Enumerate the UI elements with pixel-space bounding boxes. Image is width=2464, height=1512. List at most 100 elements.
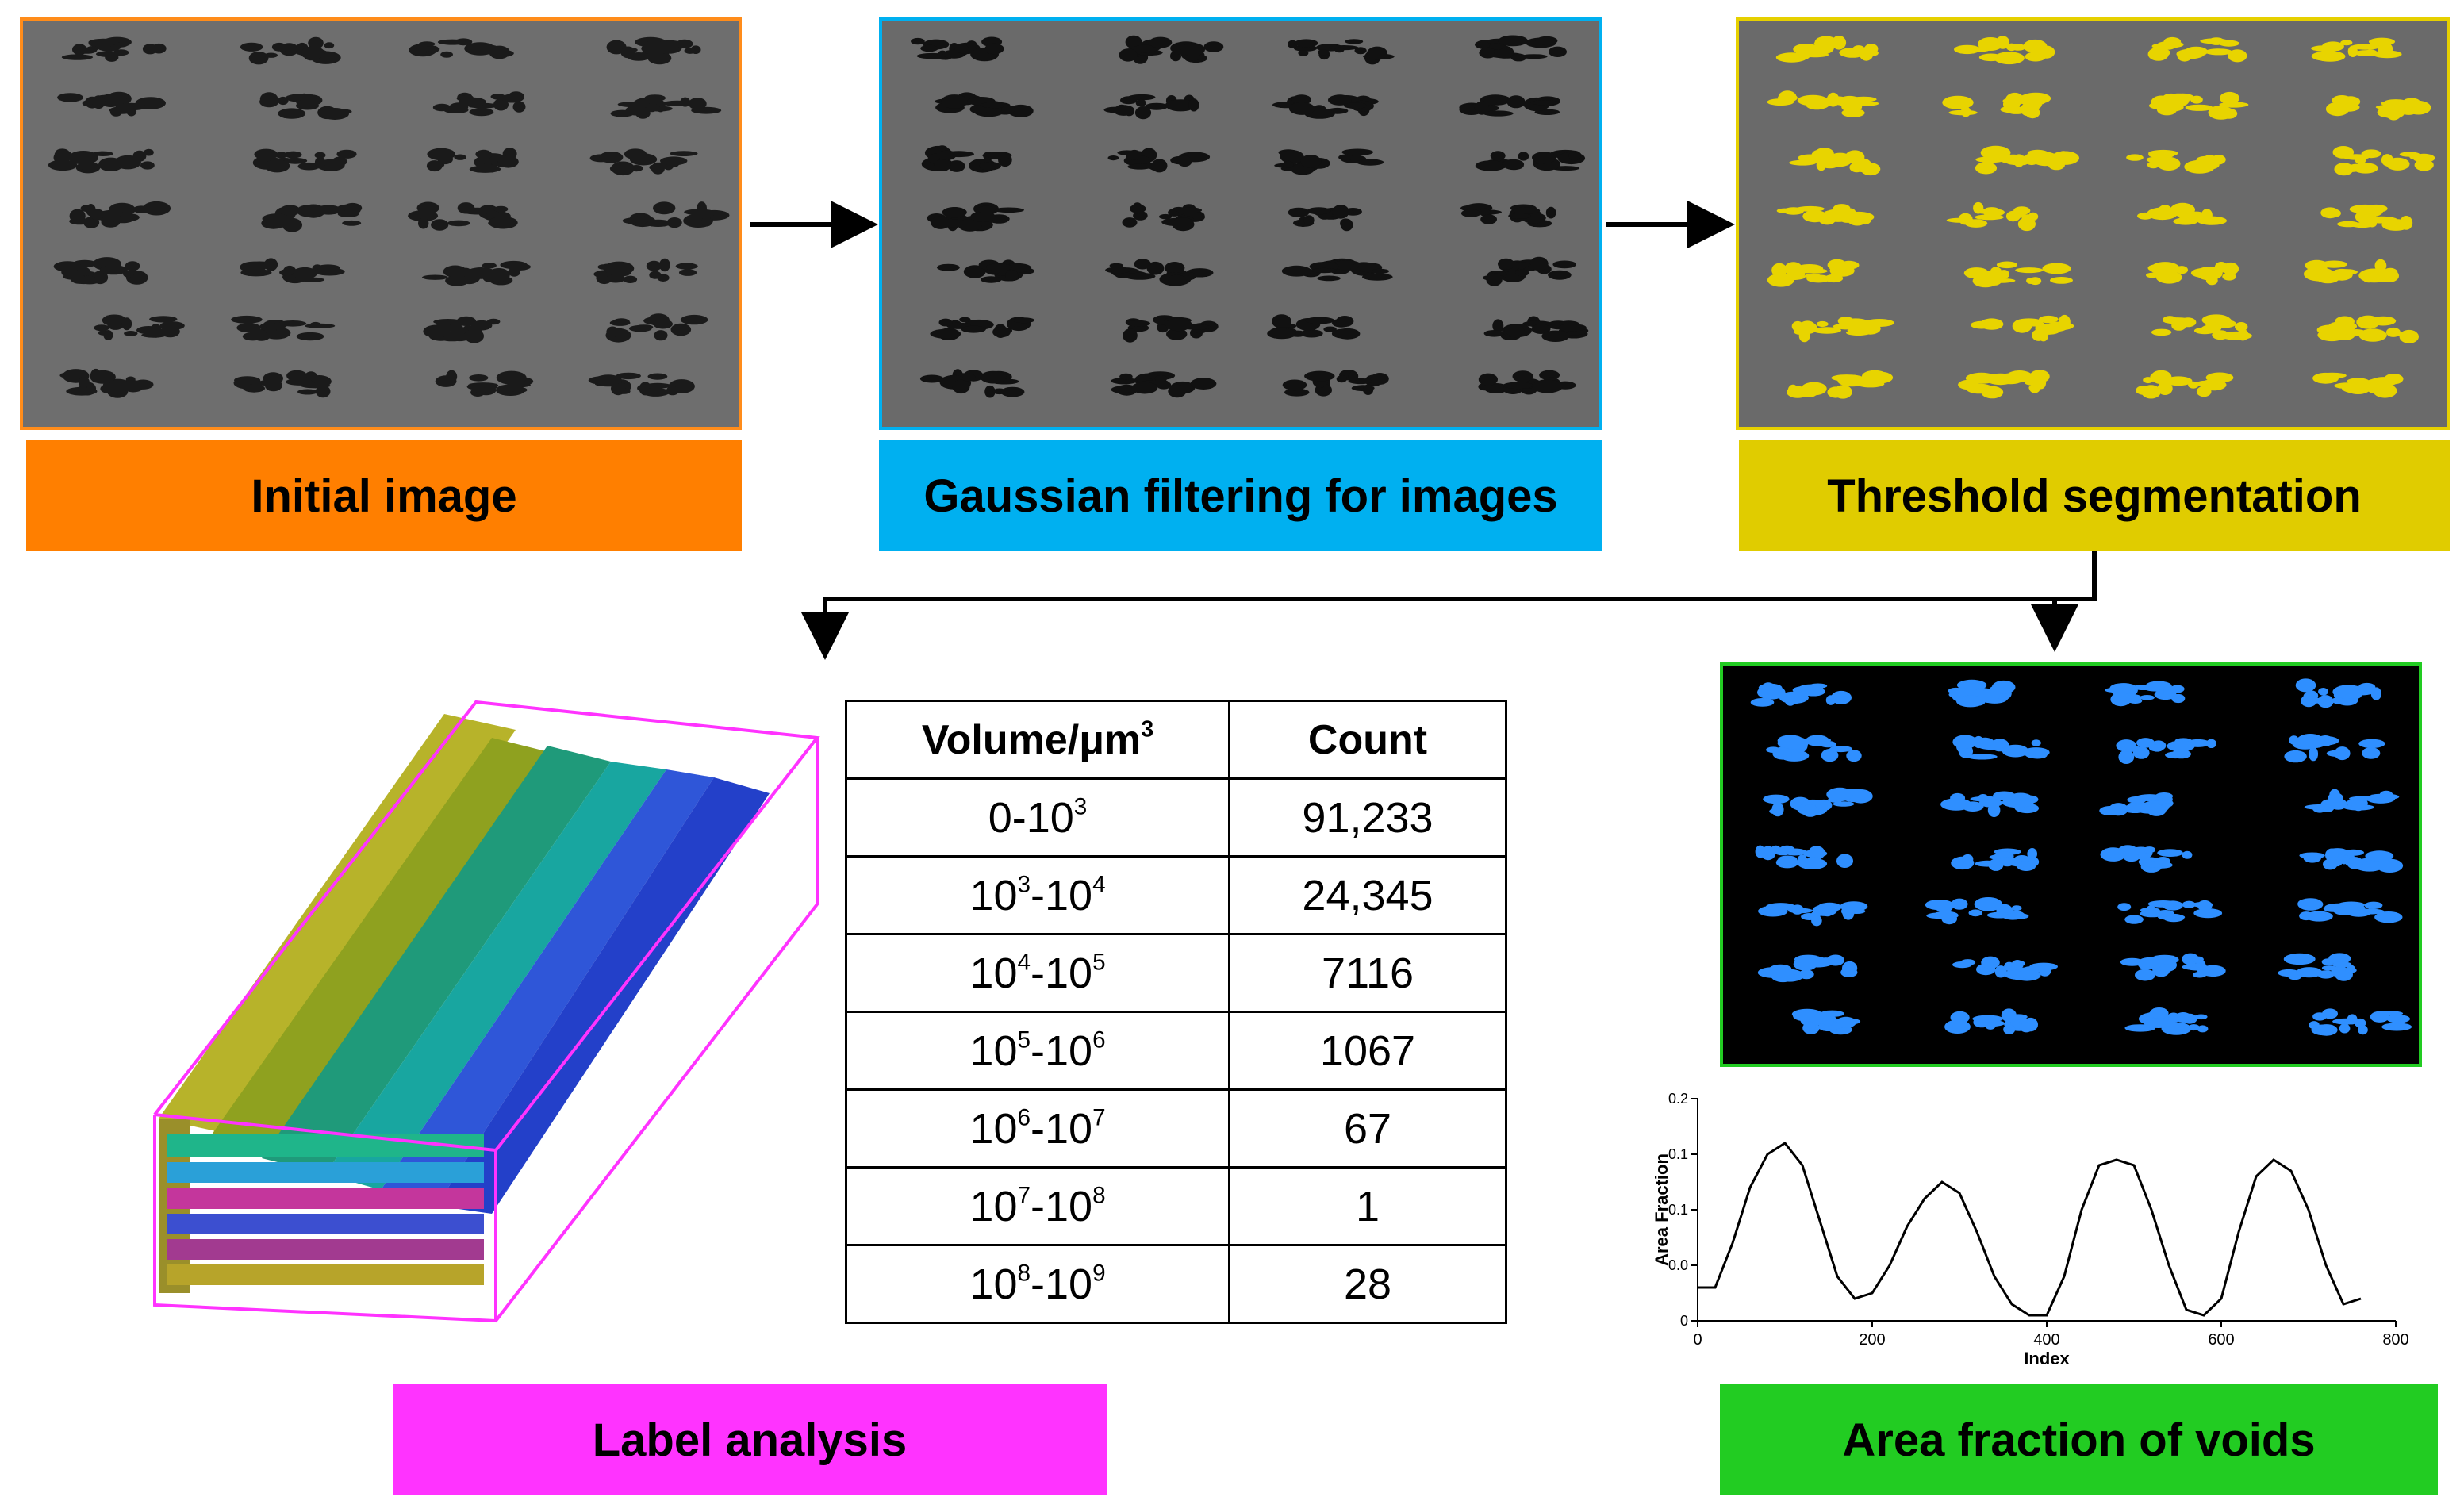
void-blob — [2190, 95, 2203, 104]
void-blob — [646, 102, 658, 113]
void-blob — [1332, 205, 1349, 219]
void-blob — [1340, 218, 1353, 232]
void-blob — [930, 328, 961, 339]
void-blob — [2304, 804, 2334, 810]
void-blob — [1558, 324, 1587, 332]
void-blob — [445, 275, 470, 286]
void-blob — [1798, 321, 1817, 334]
count-cell: 1067 — [1228, 1011, 1507, 1091]
gaussian-filtering-label: Gaussian filtering for images — [879, 440, 1602, 551]
void-blob — [1972, 1015, 2004, 1023]
void-blob — [2358, 739, 2385, 749]
void-blob — [140, 161, 155, 170]
void-blob — [109, 318, 129, 324]
void-blob — [1125, 35, 1142, 49]
void-blob — [280, 205, 301, 217]
void-blob — [1841, 108, 1865, 117]
void-blob — [1001, 105, 1015, 114]
void-blob — [1288, 102, 1315, 115]
void-blob — [684, 47, 696, 54]
void-blob — [136, 326, 161, 335]
void-blob — [616, 372, 641, 380]
void-blob — [2304, 267, 2335, 282]
label-analysis-3d-render — [143, 690, 833, 1325]
void-blob — [969, 105, 988, 114]
x-axis-label: Index — [2024, 1349, 2070, 1368]
void-blob — [611, 161, 635, 176]
void-blob — [1816, 320, 1829, 328]
void-blob — [423, 324, 451, 338]
x-tick-label: 0 — [1693, 1331, 1702, 1349]
void-blob — [1954, 44, 1981, 55]
void-blob — [1518, 152, 1529, 161]
void-blob — [2378, 42, 2393, 56]
void-blob — [493, 205, 509, 213]
void-blob — [1975, 162, 1998, 175]
void-blob — [635, 215, 647, 221]
void-blob — [1479, 208, 1491, 217]
void-blob — [2143, 846, 2156, 854]
void-blob — [2021, 92, 2051, 105]
void-blob — [1151, 159, 1168, 173]
x-tick-label: 400 — [2033, 1331, 2059, 1349]
void-blob — [920, 44, 938, 52]
void-blob — [2140, 695, 2155, 700]
void-blob — [2050, 277, 2073, 284]
void-blob — [647, 373, 668, 380]
area-fraction-image-voids — [1750, 678, 2412, 1036]
void-blob — [1974, 897, 2002, 911]
void-blob — [2305, 911, 2333, 922]
void-blob — [2312, 1012, 2327, 1021]
void-blob — [2149, 1007, 2169, 1019]
void-blob — [254, 148, 278, 160]
void-blob — [1568, 150, 1581, 161]
void-blob — [2205, 275, 2218, 286]
void-blob — [1766, 746, 1781, 753]
void-blob — [1498, 258, 1514, 270]
void-blob — [2165, 751, 2186, 759]
void-blob — [278, 96, 289, 106]
void-blob — [1775, 850, 1790, 856]
void-blob — [240, 261, 267, 273]
void-blob — [1948, 109, 1978, 116]
void-blob — [1520, 54, 1548, 59]
void-blob — [2340, 40, 2353, 46]
void-blob — [1975, 860, 2000, 867]
void-blob — [1165, 318, 1192, 332]
void-blob — [644, 94, 666, 102]
void-blob — [1825, 695, 1836, 705]
void-blob — [2328, 792, 2343, 803]
void-blob — [2371, 272, 2392, 282]
void-blob — [2197, 900, 2213, 911]
void-blob — [315, 385, 331, 398]
initial-image-panel — [20, 17, 742, 430]
void-blob — [2162, 795, 2173, 804]
void-blob — [2022, 747, 2050, 758]
void-blob — [2182, 850, 2193, 859]
void-blob — [2038, 328, 2049, 342]
void-blob — [959, 317, 971, 323]
void-blob — [1859, 213, 1872, 225]
void-blob — [248, 52, 269, 65]
void-blob — [1802, 804, 1819, 817]
void-blob — [1825, 274, 1844, 283]
count-cell: 7116 — [1228, 933, 1507, 1013]
void-blob — [948, 160, 965, 172]
void-blob — [2283, 953, 2316, 965]
void-blob — [2156, 910, 2174, 917]
void-blob — [2304, 690, 2319, 701]
void-blob — [2337, 221, 2360, 228]
void-blob — [314, 267, 345, 276]
void-blob — [2373, 1011, 2404, 1016]
void-blob — [2197, 1025, 2209, 1033]
void-blob — [1539, 370, 1560, 381]
void-blob — [1280, 150, 1304, 164]
void-blob — [2315, 1024, 2338, 1036]
void-blob — [1999, 857, 2017, 865]
void-blob — [1126, 320, 1150, 327]
void-blob — [2058, 314, 2071, 329]
void-blob — [645, 40, 664, 50]
void-blob — [1846, 330, 1871, 336]
void-blob — [2003, 1024, 2016, 1034]
